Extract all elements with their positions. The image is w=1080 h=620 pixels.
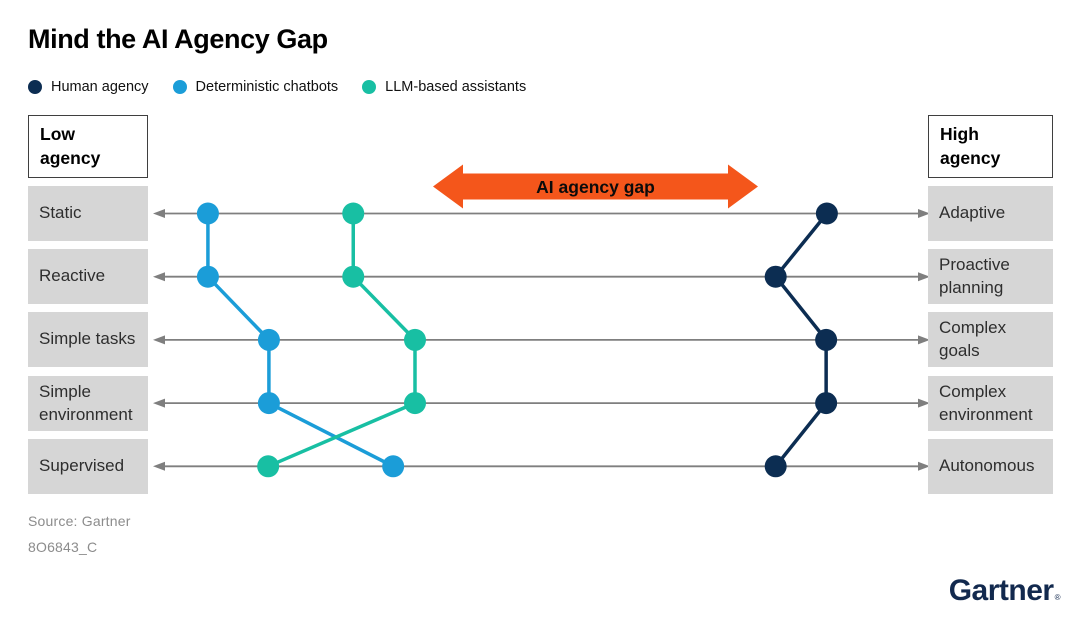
data-point-llm-based-assistants	[342, 202, 365, 225]
axis-label-left-simple-tasks: Simple tasks	[28, 312, 148, 367]
data-point-llm-based-assistants	[257, 455, 280, 478]
axis-arrowhead-left	[153, 272, 165, 282]
data-point-human-agency	[815, 328, 838, 351]
axis-label-right-complex-environment: Complex environment	[928, 376, 1053, 431]
gartner-logo: Gartner ®	[948, 574, 1061, 608]
low-agency-header: Low agency	[28, 115, 148, 178]
data-point-deterministic-chatbots	[196, 202, 219, 225]
registered-mark: ®	[1054, 593, 1061, 602]
document-id: 8O6843_C	[28, 539, 98, 555]
legend-item-deterministic-chatbots: Deterministic chatbots	[172, 79, 339, 95]
legend-dot-0	[28, 80, 42, 94]
legend-dot-1	[172, 80, 187, 94]
axis-label-left-supervised: Supervised	[28, 439, 148, 494]
axis-arrowhead-left	[153, 461, 165, 471]
axis-arrowhead-left	[153, 398, 165, 408]
gartner-logo-text: Gartner	[948, 574, 1054, 607]
page-title: Mind the AI Agency Gap	[28, 24, 328, 54]
axis-label-left-static: Static	[28, 186, 148, 241]
data-point-deterministic-chatbots	[196, 265, 219, 288]
data-point-deterministic-chatbots	[382, 455, 405, 478]
source-text: Source: Gartner	[28, 513, 131, 529]
high-agency-header: High agency	[928, 115, 1053, 178]
axis-label-right-autonomous: Autonomous	[928, 439, 1053, 494]
data-point-deterministic-chatbots	[257, 392, 280, 415]
data-point-llm-based-assistants	[403, 328, 426, 351]
axis-label-left-simple-environment: Simple environment	[28, 376, 148, 431]
legend-label: Human agency	[51, 79, 149, 95]
legend-item-human-agency: Human agency	[28, 79, 149, 95]
series-line-human-agency	[773, 212, 829, 468]
legend-dot-2	[362, 80, 377, 94]
data-point-human-agency	[815, 202, 838, 225]
axis-label-right-complex-goals: Complex goals	[928, 312, 1053, 367]
series-line-deterministic-chatbots	[206, 213, 394, 468]
data-point-human-agency	[764, 265, 787, 288]
legend-label: Deterministic chatbots	[195, 79, 339, 95]
data-point-llm-based-assistants	[342, 265, 365, 288]
axis-arrowhead-left	[153, 335, 165, 345]
series-line-llm-based-assistants	[267, 213, 417, 468]
axis-label-right-proactive-planning: Proactive planning	[928, 249, 1053, 304]
data-point-human-agency	[815, 392, 838, 415]
legend-item-llm-based-assistants: LLM-based assistants	[362, 79, 526, 95]
axis-label-left-reactive: Reactive	[28, 249, 148, 304]
data-point-human-agency	[764, 455, 787, 478]
data-point-deterministic-chatbots	[257, 328, 280, 351]
gap-arrow	[433, 164, 758, 209]
axis-label-right-adaptive: Adaptive	[928, 186, 1053, 241]
gap-arrow-label: AI agency gap	[536, 177, 655, 197]
data-point-llm-based-assistants	[403, 392, 426, 415]
legend-label: LLM-based assistants	[385, 79, 527, 95]
axis-arrowhead-left	[153, 209, 165, 218]
legend: Human agency Deterministic chatbots LLM-…	[28, 79, 526, 95]
